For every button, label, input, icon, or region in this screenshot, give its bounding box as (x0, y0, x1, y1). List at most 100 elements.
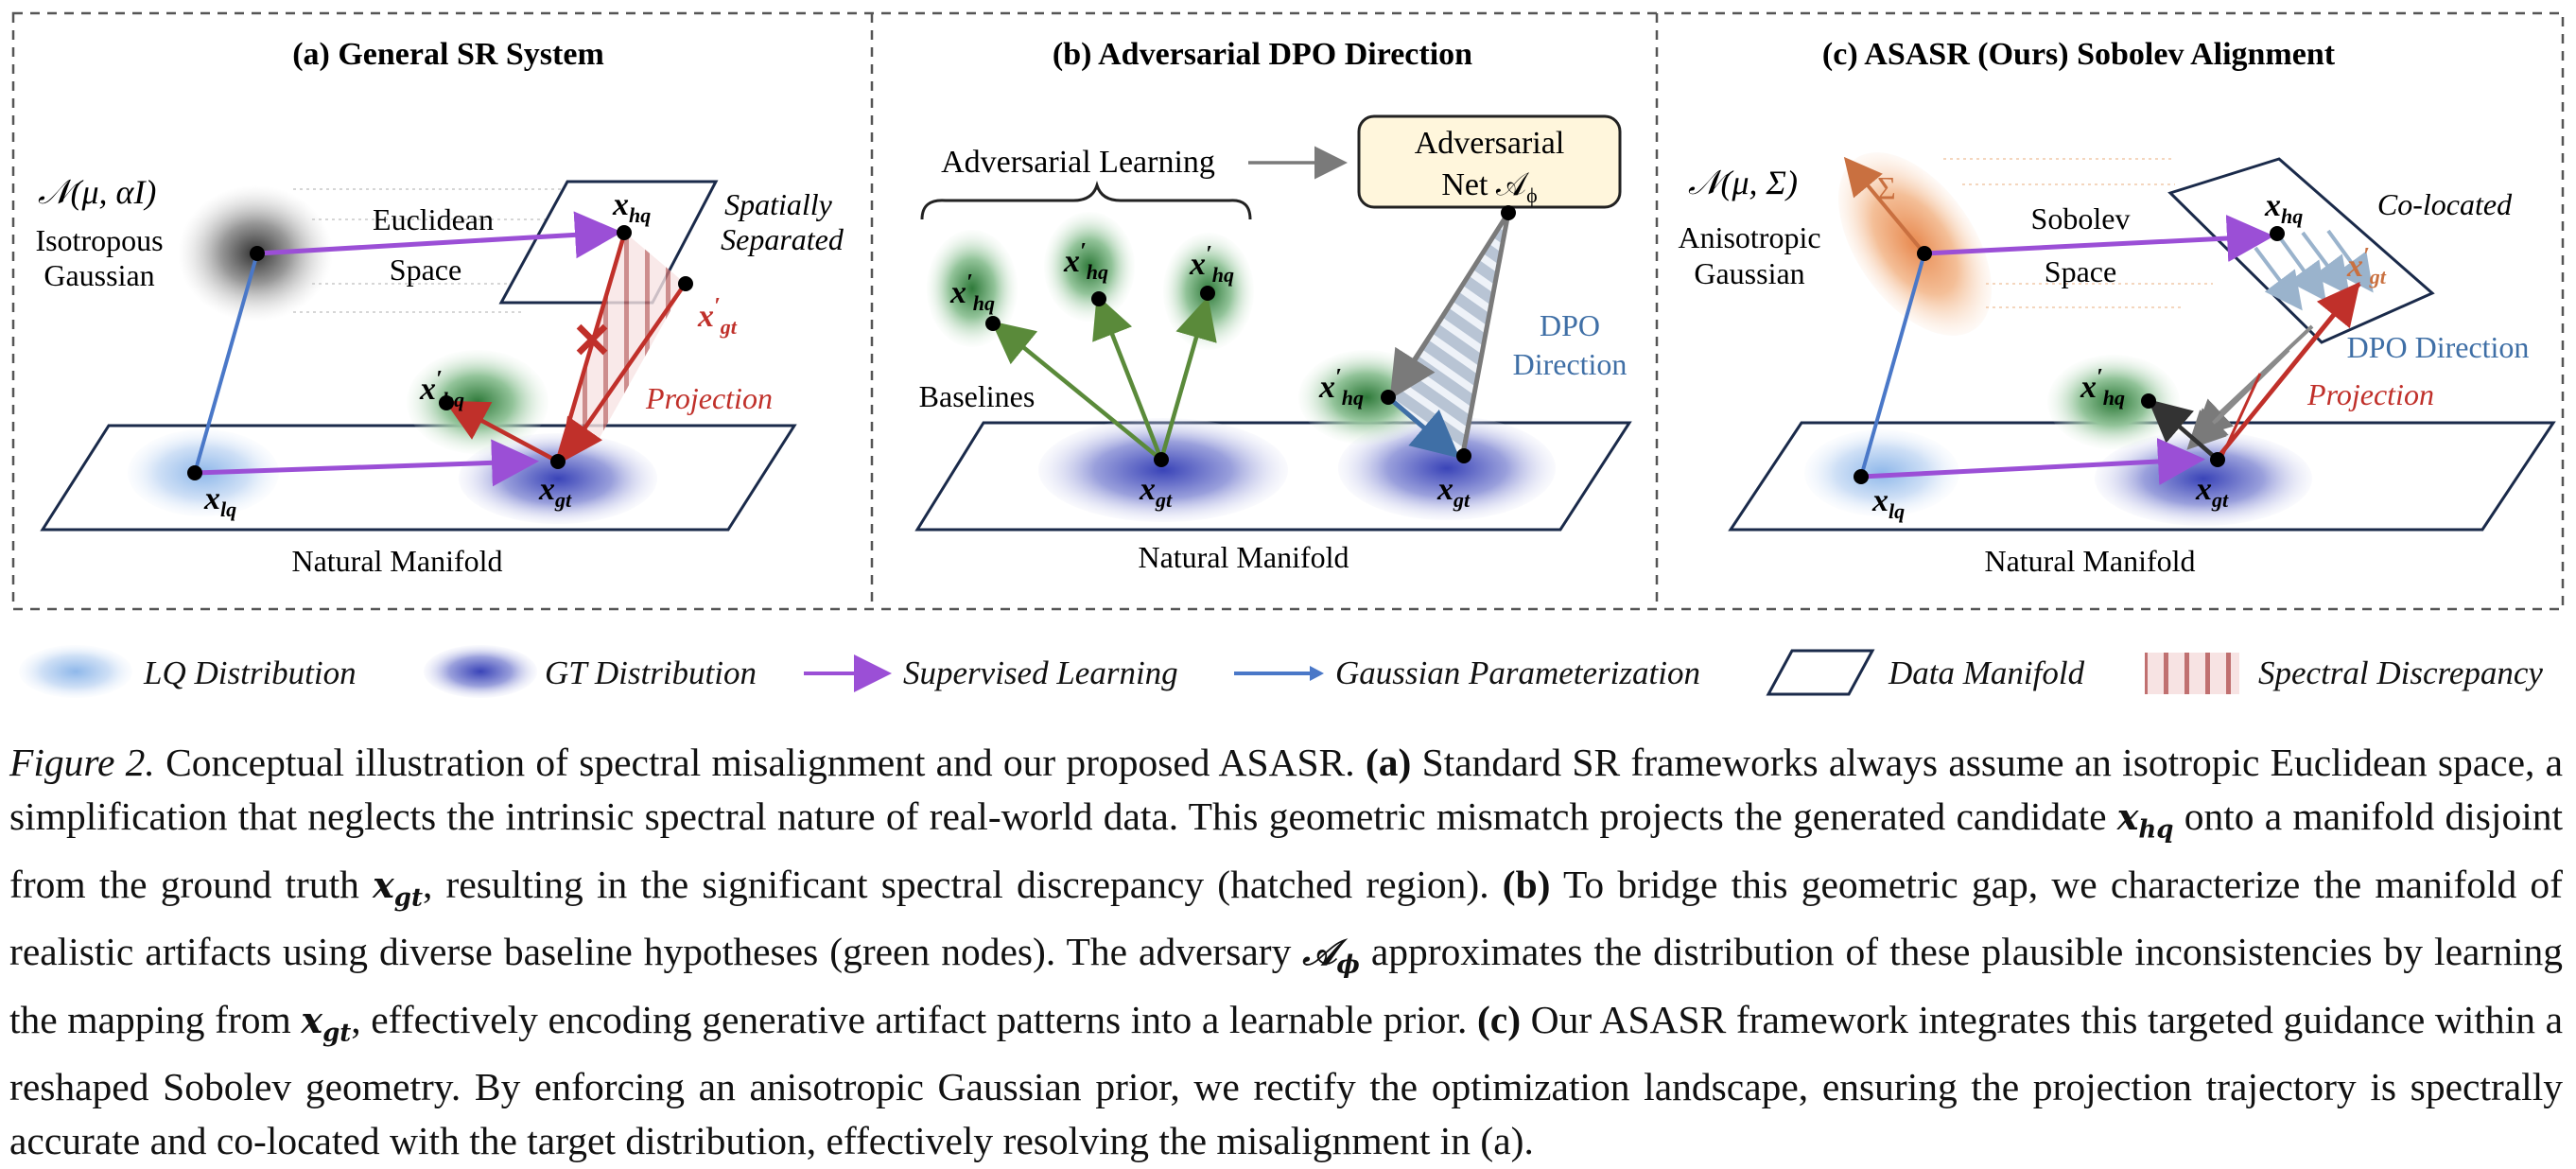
adv-arrow (1461, 212, 1511, 450)
caption-b-1: To bridge this geometric gap, we charact… (9, 862, 2563, 974)
caption-tag-c: (c) (1476, 997, 1522, 1041)
node-x-hq-prime (1381, 390, 1396, 405)
caption-intro: Conceptual illustration of spectral misa… (165, 741, 1355, 784)
gt-distribution (1338, 416, 1556, 520)
manifold-label: Natural Manifold (291, 544, 502, 578)
x-hq-label: xhq (2264, 188, 2303, 228)
x-gt-label: xgt (2195, 472, 2229, 512)
x-gt-label: xgt (1436, 472, 1471, 512)
x-hq-prime-label: x′hq (1189, 242, 1234, 287)
node-x-hq (617, 225, 632, 240)
node-gaussian-center (1917, 246, 1932, 261)
baselines-label: Baselines (919, 379, 1036, 413)
x-hq-prime-label: x′hq (419, 367, 464, 411)
legend-swatches (19, 645, 2239, 698)
dpo-label: DPO Direction (2347, 330, 2530, 364)
sigma-arrow (1843, 156, 1926, 255)
caption-sym-xgt-2: xgt (301, 998, 352, 1048)
caption-sym-aphi: 𝒜ϕ (1302, 931, 1360, 980)
projection-arrow (2216, 282, 2360, 460)
node-x-hq-prime (2141, 393, 2156, 409)
legend-gaussian-arrowhead (1310, 666, 1324, 681)
panel-a: (a) General SR System ✕ (35, 37, 844, 578)
projection-arrow (560, 284, 686, 463)
hq-prime-distribution (2047, 355, 2180, 449)
spectral-discrepancy (558, 232, 686, 462)
sigma-label: Σ (1877, 171, 1896, 206)
caption-a-2: onto a manifold disjoint from the ground… (9, 794, 2564, 906)
legend-supervised-label: Supervised Learning (903, 654, 1178, 691)
gaussian-param-arrow (193, 253, 259, 474)
caption-label: Figure 2. (9, 741, 155, 784)
x-hq-prime-label: x′hq (1318, 365, 1364, 410)
panel-c: (c) ASASR (Ours) Sobolev Alignment Σ (1678, 37, 2556, 578)
supervised-arrow (256, 211, 622, 259)
lq-distribution (1804, 429, 1959, 516)
adversarial-brace (920, 180, 1252, 220)
x-gt-prime-label: x′gt (2346, 244, 2387, 288)
gt-distribution (1038, 418, 1288, 522)
adversarial-net-box (1357, 114, 1622, 209)
manifold-label: Natural Manifold (1984, 544, 2195, 578)
cross-mark: ✕ (571, 315, 613, 369)
node-x-gt (550, 454, 566, 469)
node-baseline (985, 316, 1001, 331)
figure-2-diagram: (a) General SR System ✕ (11, 11, 2565, 611)
adversarial-learning-label: Adversarial Learning (941, 145, 1215, 180)
adv-arrow (1389, 211, 1511, 400)
baseline-distribution (1044, 212, 1135, 322)
space-label: Euclidean (373, 202, 494, 236)
gauss-name: Gaussian (1694, 256, 1804, 290)
caption-sym-xhq: xhq (2116, 795, 2174, 845)
legend-spectral-label: Spectral Discrepancy (2258, 654, 2543, 691)
dpo-label: Direction (1513, 347, 1627, 381)
space-label: Sobolev (2031, 201, 2131, 236)
legend-lq-swatch (19, 645, 132, 698)
gaussian-param-arrow (1859, 253, 1926, 478)
adv-net-label: Adversarial (1415, 126, 1565, 161)
node-x-lq (187, 465, 202, 480)
node-x-hq (2270, 226, 2285, 241)
manifold-label: Natural Manifold (1138, 540, 1349, 574)
caption-c: Our ASASR framework integrates this targ… (9, 997, 2563, 1163)
projection-arrow (444, 400, 560, 463)
supervised-arrow (194, 439, 539, 487)
node-adv-net (1501, 205, 1516, 220)
x-hq-prime-label: x′hq (1063, 239, 1108, 284)
panel-frame (11, 11, 2565, 611)
baseline-arrow (991, 321, 1163, 462)
node-x-lq (1854, 469, 1869, 484)
node-x-gt-prime (678, 276, 693, 291)
adv-net-label: Net 𝒜ϕ (1441, 167, 1537, 207)
baseline-arrow (1158, 296, 1217, 461)
dpo-arrow (1386, 395, 1460, 459)
legend-lq-label: LQ Distribution (144, 654, 357, 691)
gauss-name: Isotropous (35, 223, 163, 257)
caption-a-1: Standard SR frameworks always assume an … (9, 741, 2564, 838)
caption-tag-b: (b) (1502, 862, 1551, 906)
space-label: Space (2045, 254, 2116, 288)
colocated-label: Co-located (2377, 187, 2513, 221)
x-lq-label: xlq (1871, 483, 1905, 523)
node-x-hq-prime (439, 395, 454, 410)
x-gt-prime-label: x′gt (697, 294, 738, 339)
x-gt-label: xgt (538, 472, 572, 512)
projection-label: Projection (2306, 377, 2434, 411)
gauss-label: 𝒩(μ, αI) (38, 173, 156, 211)
figure-caption: Figure 2. Conceptual illustration of spe… (9, 736, 2563, 1168)
legend: LQ Distribution GT Distribution Supervis… (0, 634, 2576, 721)
legend-gaussian-label: Gaussian Parameterization (1335, 654, 1700, 691)
caption-a-3: , resulting in the significant spectral … (422, 862, 1489, 906)
x-lq-label: xlq (203, 481, 236, 521)
projection-arrow (2219, 373, 2262, 461)
node-baseline (1200, 286, 1215, 301)
projection-label: Projection (645, 381, 773, 415)
node-x-gt (1154, 452, 1169, 467)
caption-sym-xgt: xgt (373, 863, 423, 913)
x-hq-prime-label: x′hq (949, 270, 995, 315)
node-gaussian-center (250, 246, 265, 261)
caption-b-2: approximates the distribution of these p… (9, 930, 2564, 1041)
node-x-gt (2210, 452, 2225, 467)
supervised-arrow (1860, 438, 2205, 485)
supervised-arrow (1923, 215, 2274, 262)
